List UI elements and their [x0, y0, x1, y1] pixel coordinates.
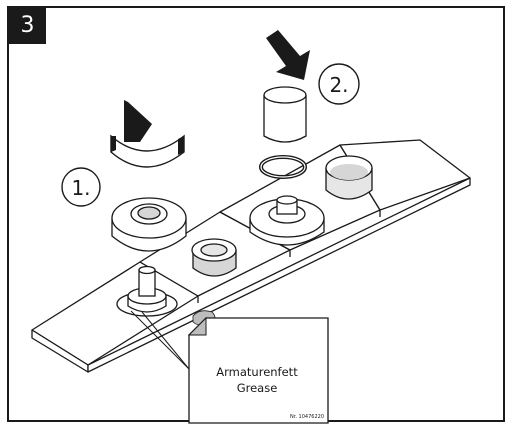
- grease-label-line2: Grease: [237, 381, 278, 395]
- grease-part-number: Nr. 10476220: [290, 414, 324, 420]
- grease-label-line1: Armaturenfett: [216, 365, 298, 379]
- o-ring: [259, 155, 307, 179]
- callout-2-label: 2.: [329, 73, 348, 97]
- knurled-adapter: [191, 238, 237, 277]
- push-down-arrow-icon: [266, 30, 310, 80]
- step-number-badge: 3: [9, 8, 46, 44]
- rotate-arrow-icon: [110, 100, 185, 168]
- callout-2-circle: [318, 63, 360, 105]
- cover-cap-removed: [325, 155, 373, 200]
- valve-body: [116, 265, 178, 317]
- grease-leader-lines: [130, 310, 190, 370]
- rosette-left: [111, 197, 187, 252]
- grease-label-box: [187, 316, 329, 424]
- cartridge-sleeve: [263, 86, 307, 143]
- cartridge-installed: [249, 195, 325, 246]
- tile-side-edge: [87, 177, 471, 373]
- callout-1-circle: [61, 167, 101, 207]
- callout-1-label: 1.: [71, 176, 90, 200]
